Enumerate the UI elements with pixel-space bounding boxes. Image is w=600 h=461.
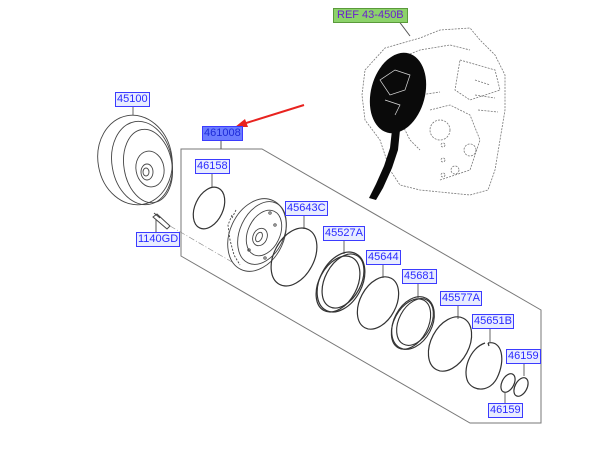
- ref-label-43-450B[interactable]: REF 43-450B: [333, 8, 408, 23]
- snap-ring-45651B-drawing: [465, 328, 503, 390]
- part-label-45651B[interactable]: 45651B: [472, 314, 514, 329]
- part-label-461008-highlighted[interactable]: 461008: [202, 126, 243, 141]
- part-label-45681[interactable]: 45681: [402, 269, 437, 284]
- part-label-46158[interactable]: 46158: [195, 159, 230, 174]
- retainer-ring-45681-drawing: [390, 283, 435, 350]
- part-label-46159-upper[interactable]: 46159: [506, 349, 541, 364]
- highlight-arrow: [235, 104, 305, 127]
- pump-location-highlight: [369, 52, 427, 200]
- oil-pump-drawing: [227, 198, 287, 272]
- part-label-46159-lower[interactable]: 46159: [488, 403, 523, 418]
- part-label-45100[interactable]: 45100: [115, 92, 150, 107]
- o-ring-46158-drawing: [192, 173, 226, 230]
- seal-ring-45577A-drawing: [427, 305, 473, 372]
- part-label-45644[interactable]: 45644: [366, 250, 401, 265]
- part-label-45577A[interactable]: 45577A: [440, 291, 482, 306]
- o-rings-46159-drawing: [500, 363, 529, 404]
- part-label-1140GD[interactable]: 1140GD: [136, 232, 181, 247]
- part-label-45527A[interactable]: 45527A: [323, 226, 365, 241]
- piston-seal-45527A-drawing: [315, 240, 366, 313]
- torque-converter-drawing: [97, 105, 173, 206]
- seal-ring-45643C-drawing: [270, 215, 318, 287]
- bolt-drawing: [152, 212, 233, 263]
- part-label-45643C[interactable]: 45643C: [285, 201, 328, 216]
- exploded-view-box: [180, 140, 542, 424]
- seal-ring-45644-drawing: [356, 264, 400, 330]
